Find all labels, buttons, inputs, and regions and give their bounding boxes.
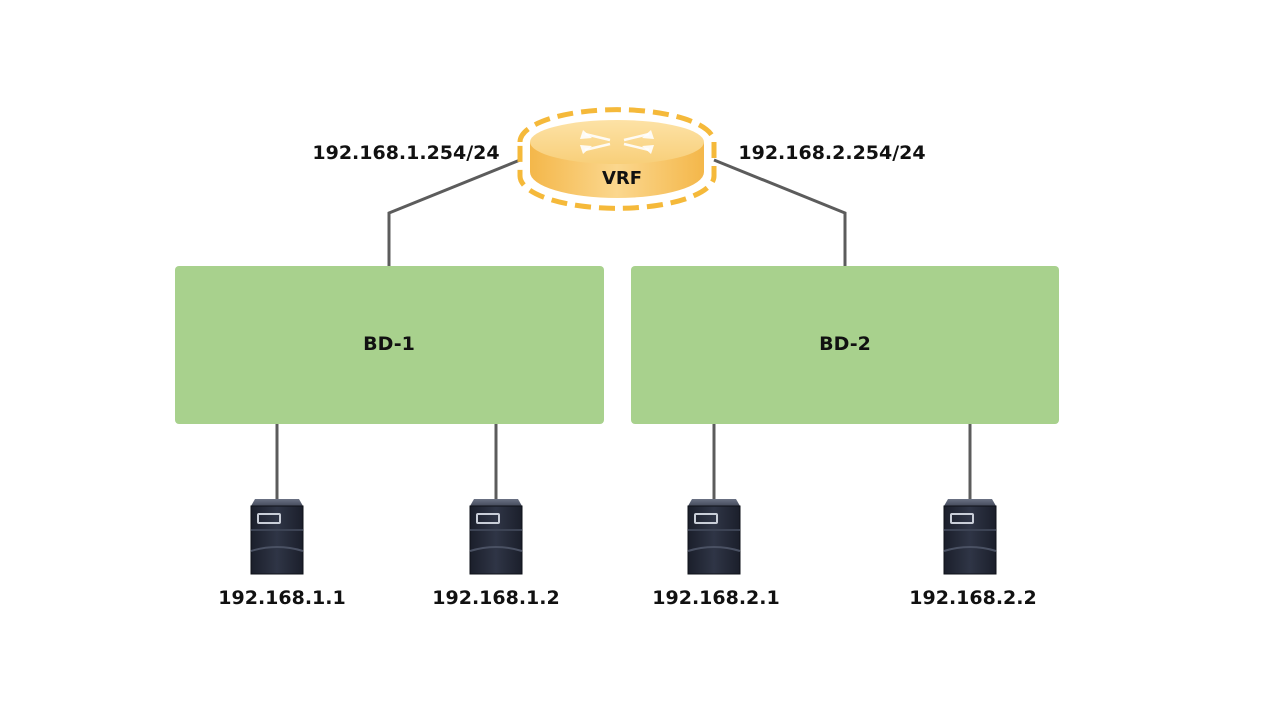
bridge-domain-1-label: BD-1 <box>363 333 415 355</box>
server-icon <box>469 498 523 575</box>
bridge-domain-1-box <box>175 266 604 424</box>
host-3-label: 192.168.2.1 <box>652 587 779 609</box>
bridge-domain-2[interactable]: BD-2 <box>631 266 1059 424</box>
host-1-label: 192.168.1.1 <box>218 587 345 609</box>
host-2[interactable]: 192.168.1.2 <box>432 498 560 609</box>
interface-label-left: 192.168.1.254/24 <box>312 142 499 164</box>
host-4[interactable]: 192.168.2.2 <box>909 498 1037 609</box>
bridge-domain-2-box <box>631 266 1059 424</box>
vrf-to-bd1-link <box>387 158 521 268</box>
host-1[interactable]: 192.168.1.1 <box>218 498 346 609</box>
router-icon[interactable]: VRF <box>517 107 717 211</box>
host-2-label: 192.168.1.2 <box>432 587 559 609</box>
host-4-label: 192.168.2.2 <box>909 587 1036 609</box>
bridge-domain-2-label: BD-2 <box>819 333 871 355</box>
vrf-to-bd2-link <box>713 158 847 268</box>
server-icon <box>250 498 304 575</box>
host-3[interactable]: 192.168.2.1 <box>652 498 780 609</box>
router-highlight-outline <box>517 107 717 211</box>
interface-label-right: 192.168.2.254/24 <box>738 142 925 164</box>
bridge-domain-1[interactable]: BD-1 <box>175 266 604 424</box>
router-label: VRF <box>602 168 642 189</box>
server-icon <box>687 498 741 575</box>
links <box>275 158 972 500</box>
server-icon <box>943 498 997 575</box>
